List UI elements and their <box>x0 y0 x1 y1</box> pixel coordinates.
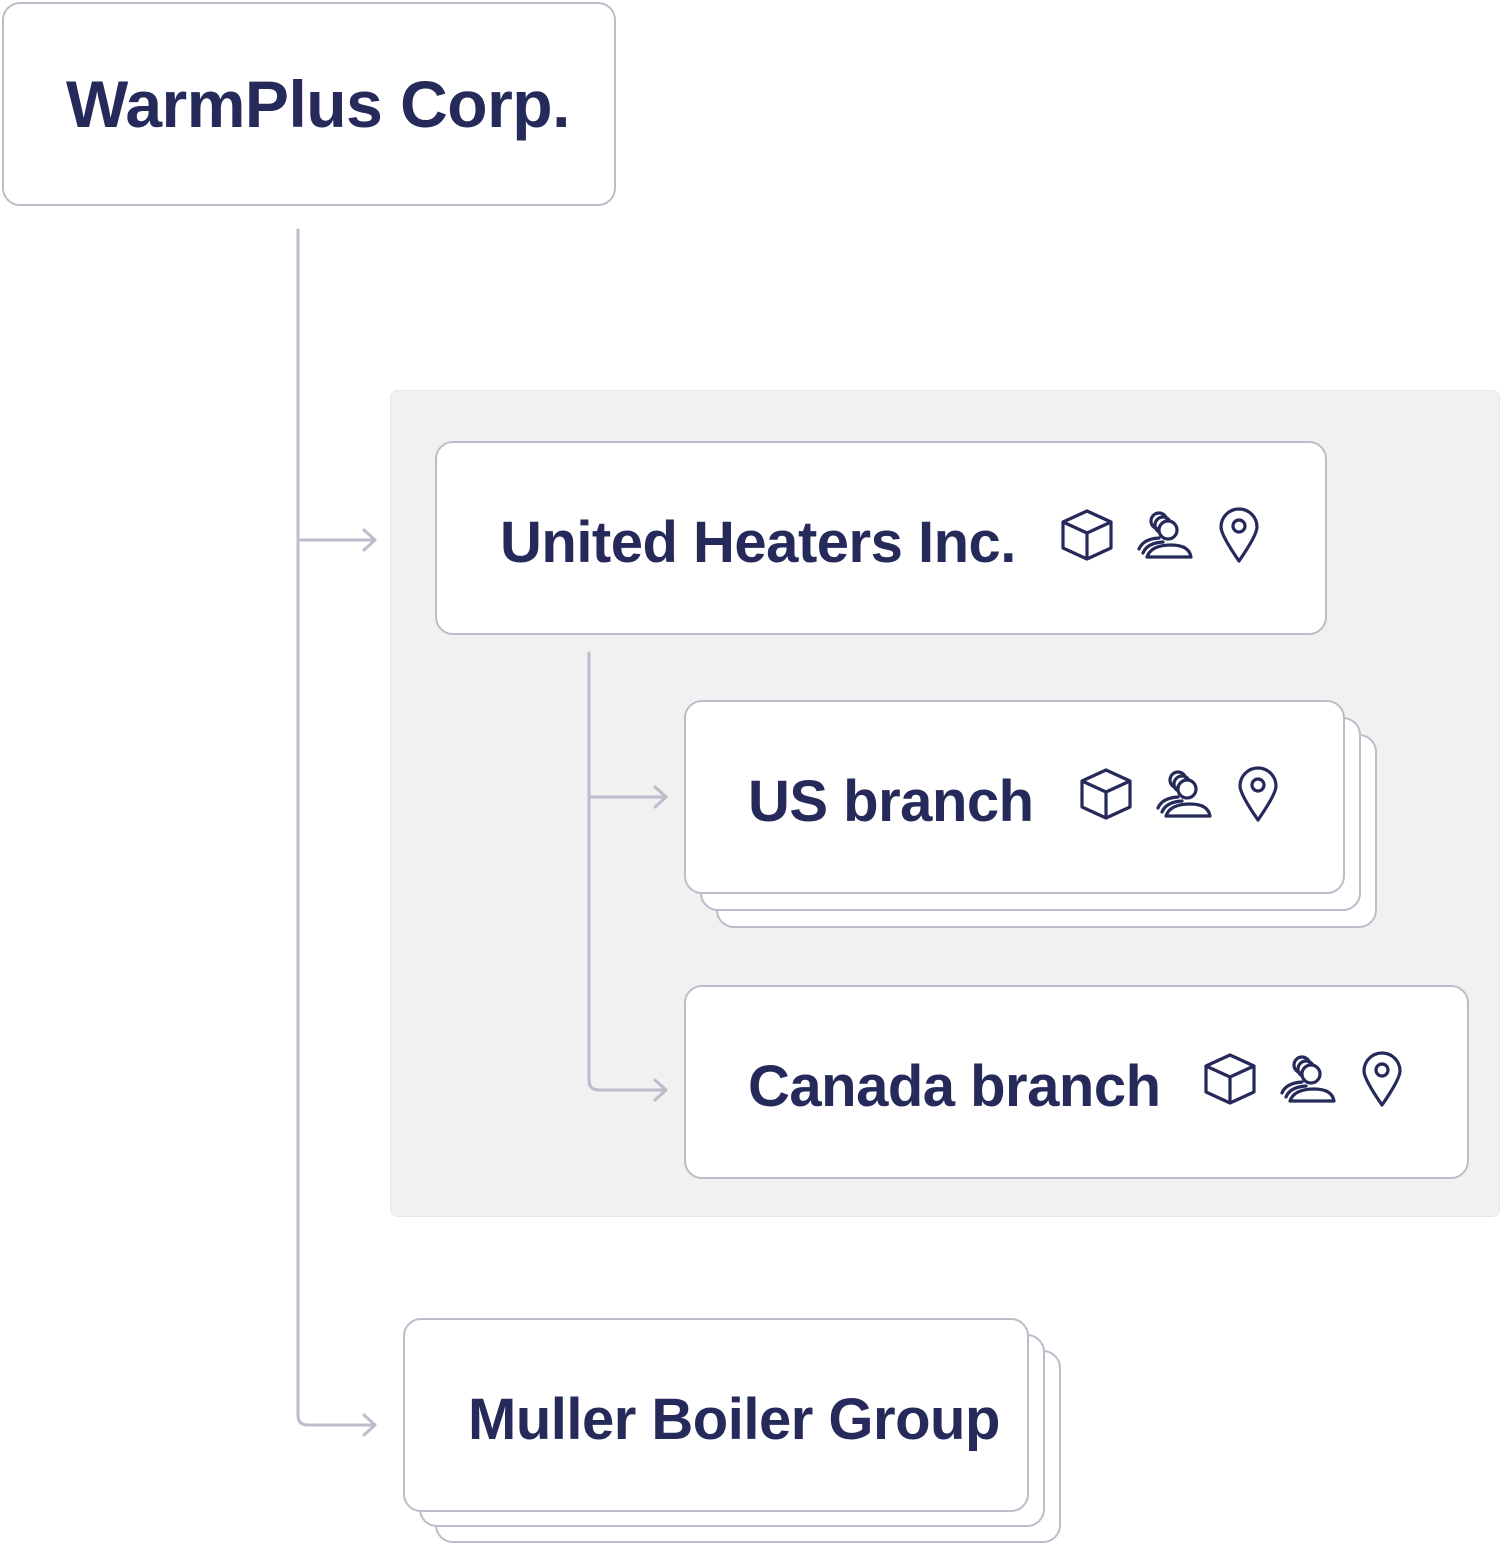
node-label: Muller Boiler Group <box>468 1387 1000 1452</box>
box-icon <box>1204 1053 1256 1105</box>
arrow-united <box>296 528 377 552</box>
root-connector <box>296 228 376 1427</box>
node-label: Canada branch <box>748 1054 1161 1119</box>
location-pin-icon <box>1219 507 1259 563</box>
arrow-canada <box>653 1078 668 1102</box>
node-us-branch[interactable]: US branch <box>684 700 1345 894</box>
arrow-muller <box>362 1413 377 1437</box>
node-root[interactable]: WarmPlus Corp. <box>2 2 616 206</box>
node-canada-branch[interactable]: Canada branch <box>684 985 1469 1179</box>
arrow-us <box>587 785 668 809</box>
united-connector <box>587 651 667 1092</box>
node-muller-boiler[interactable]: Muller Boiler Group <box>403 1318 1029 1512</box>
users-icon <box>1280 1055 1336 1103</box>
node-icons <box>1057 505 1269 565</box>
node-united-heaters[interactable]: United Heaters Inc. <box>435 441 1327 635</box>
node-label: US branch <box>748 769 1034 834</box>
location-pin-icon <box>1362 1051 1402 1107</box>
users-icon <box>1156 770 1212 818</box>
node-icons <box>1076 764 1288 824</box>
box-icon <box>1061 509 1113 561</box>
node-icons <box>1200 1049 1412 1109</box>
location-pin-icon <box>1238 766 1278 822</box>
node-label: WarmPlus Corp. <box>66 67 570 141</box>
node-label: United Heaters Inc. <box>500 510 1016 575</box>
box-icon <box>1080 768 1132 820</box>
users-icon <box>1137 511 1193 559</box>
